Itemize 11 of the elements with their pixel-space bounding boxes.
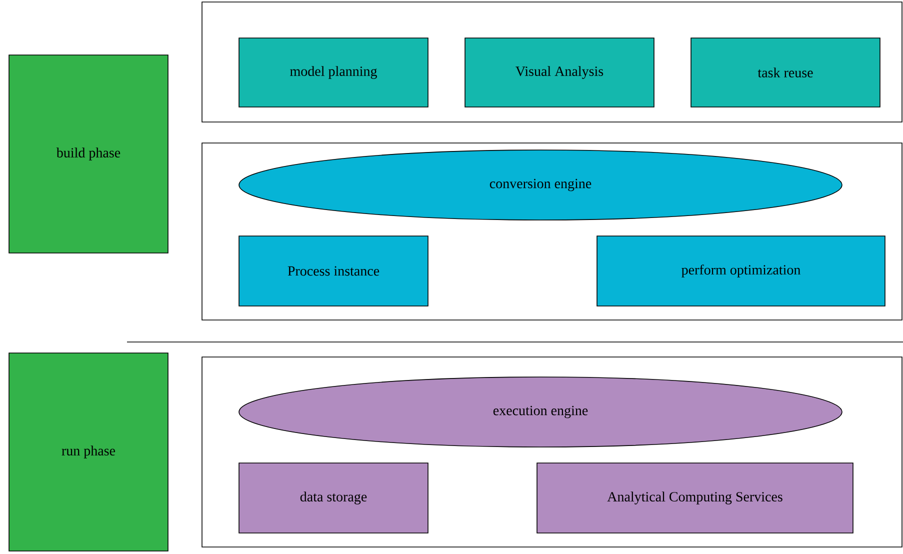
process-box: Process instance: [238, 236, 428, 306]
process-box: perform optimization: [596, 236, 886, 306]
phase-box: run phase: [8, 352, 168, 552]
ellipse-node: execution engine: [238, 376, 842, 448]
process-box: Visual Analysis: [464, 38, 654, 108]
process-box: Analytical Computing Services: [536, 462, 854, 534]
process-box: task reuse: [690, 38, 880, 108]
process-box: data storage: [238, 462, 428, 534]
phase-box: build phase: [8, 54, 168, 254]
ellipse-node: conversion engine: [238, 150, 842, 220]
process-box: model planning: [238, 38, 428, 108]
